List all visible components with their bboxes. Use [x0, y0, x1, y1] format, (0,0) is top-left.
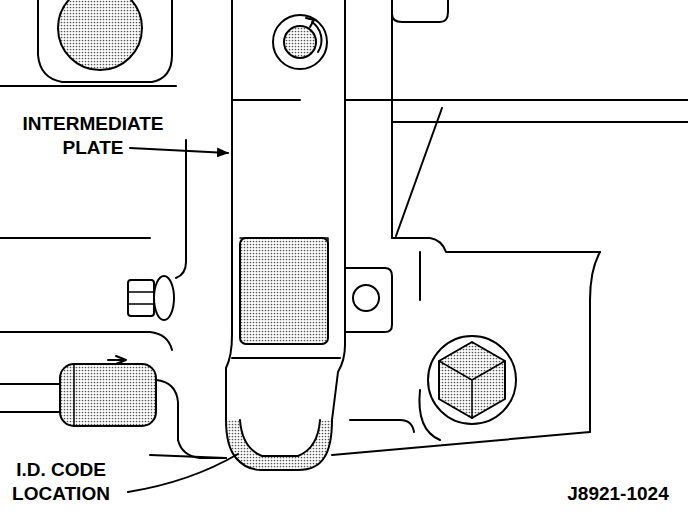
figure-code: J8921-1024: [553, 482, 683, 506]
part-label: INTERMEDIATE PLATE: [2, 112, 184, 160]
part-label: I.D. CODE LOCATION: [0, 458, 122, 506]
